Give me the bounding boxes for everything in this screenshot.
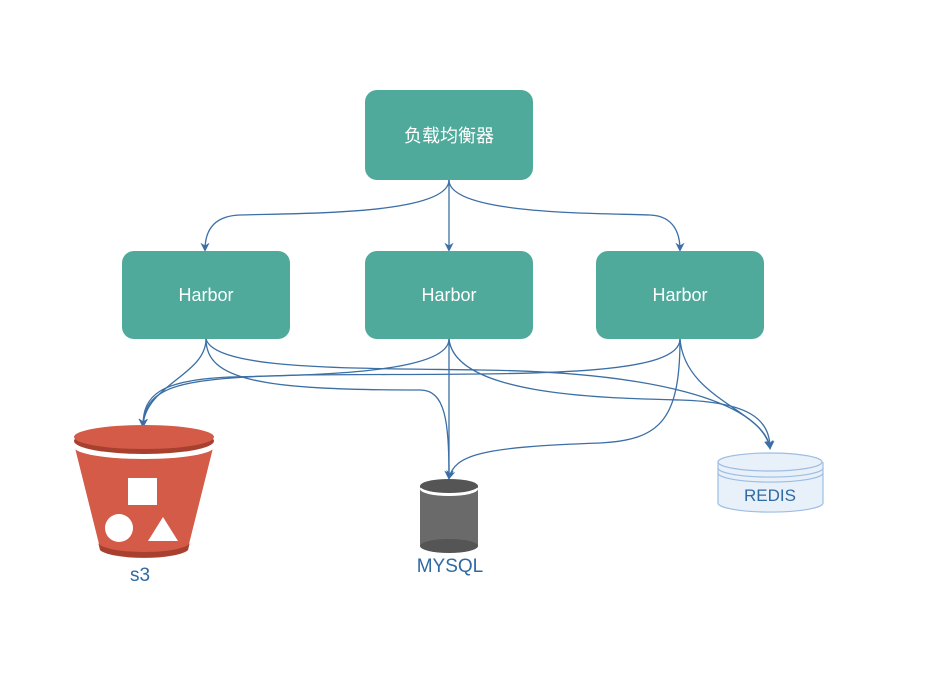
edge-harbor-1-s3 (138, 338, 207, 428)
harbor-node-1[interactable]: Harbor (122, 251, 290, 339)
harbor-node-2[interactable]: Harbor (365, 251, 533, 339)
square-shape (128, 478, 157, 505)
harbor-label: Harbor (178, 284, 234, 305)
edge-harbor-3-s3 (138, 338, 681, 428)
load-balancer-node[interactable]: 负载均衡器 (365, 90, 533, 180)
harbor-label: Harbor (421, 284, 477, 305)
triangle-shape (148, 517, 178, 541)
circle-shape (105, 514, 133, 542)
edge-harbor-3-redis (679, 338, 774, 450)
edge-harbor-2-s3 (138, 338, 450, 428)
harbor-label: Harbor (652, 284, 708, 305)
edge-harbor-2-redis (448, 338, 775, 450)
harbor-node-3[interactable]: Harbor (596, 251, 764, 339)
s3-label: s3 (129, 565, 151, 586)
mysql-label: MYSQL (416, 556, 484, 577)
edge-lb-harbor-1 (200, 179, 450, 252)
redis-cache-icon[interactable] (717, 452, 824, 513)
s3-bucket-icon[interactable] (74, 425, 214, 558)
edge-harbor-3-mysql (446, 338, 681, 480)
edge-harbor-1-mysql (205, 338, 454, 480)
edge-harbor-1-redis (205, 338, 773, 450)
edge-lb-harbor-3 (448, 179, 685, 252)
load-balancer-label: 负载均衡器 (404, 126, 494, 147)
mysql-database-icon[interactable] (420, 479, 478, 553)
redis-label: REDIS (744, 486, 796, 505)
